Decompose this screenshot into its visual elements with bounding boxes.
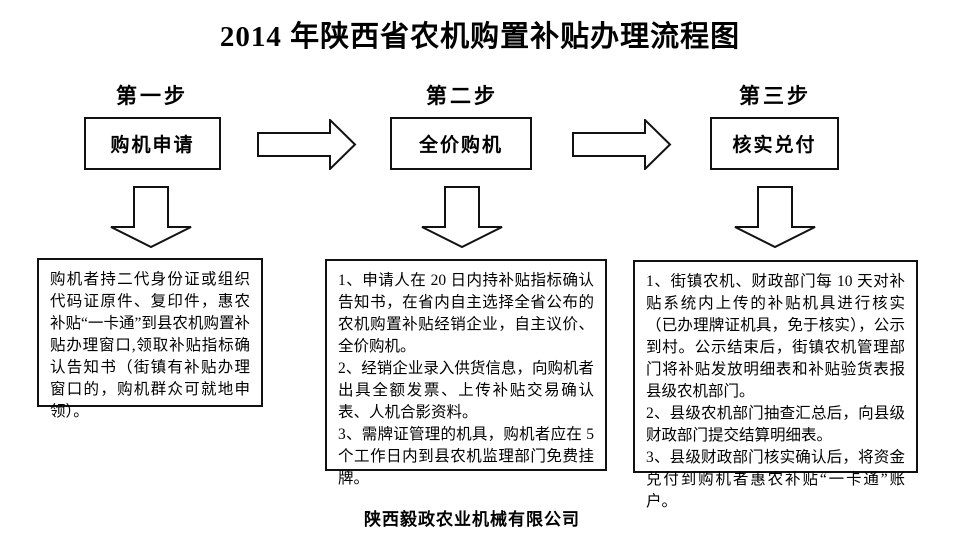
- step-1-label: 第一步: [116, 84, 188, 108]
- step-1-box: 购机申请: [84, 117, 221, 170]
- arrow-down-icon: [734, 186, 816, 249]
- arrow-down-icon: [110, 186, 192, 249]
- step-3-box: 核实兑付: [710, 117, 839, 170]
- arrow-down-icon: [421, 186, 503, 249]
- step-2-detail-box: 1、申请人在 20 日内持补贴指标确认告知书，在省内自主选择全省公布的农机购置补…: [325, 259, 607, 487]
- step-1-detail-box: 购机者持二代身份证或组织代码证原件、复印件，惠农补贴“一卡通”到县农机购置补贴办…: [37, 258, 263, 420]
- step-3-detail-box: 1、街镇农机、财政部门每 10 天对补贴系统内上传的补贴机具进行核实（已办理牌证…: [633, 260, 918, 510]
- company-name: 陕西毅政农业机械有限公司: [364, 510, 580, 529]
- step-3-label: 第三步: [739, 84, 811, 108]
- arrow-right-icon: [572, 119, 672, 170]
- step-2-label: 第二步: [426, 84, 498, 108]
- step-2-box: 全价购机: [390, 117, 532, 170]
- page-title: 2014 年陕西省农机购置补贴办理流程图: [219, 21, 741, 53]
- arrow-right-icon: [257, 119, 357, 170]
